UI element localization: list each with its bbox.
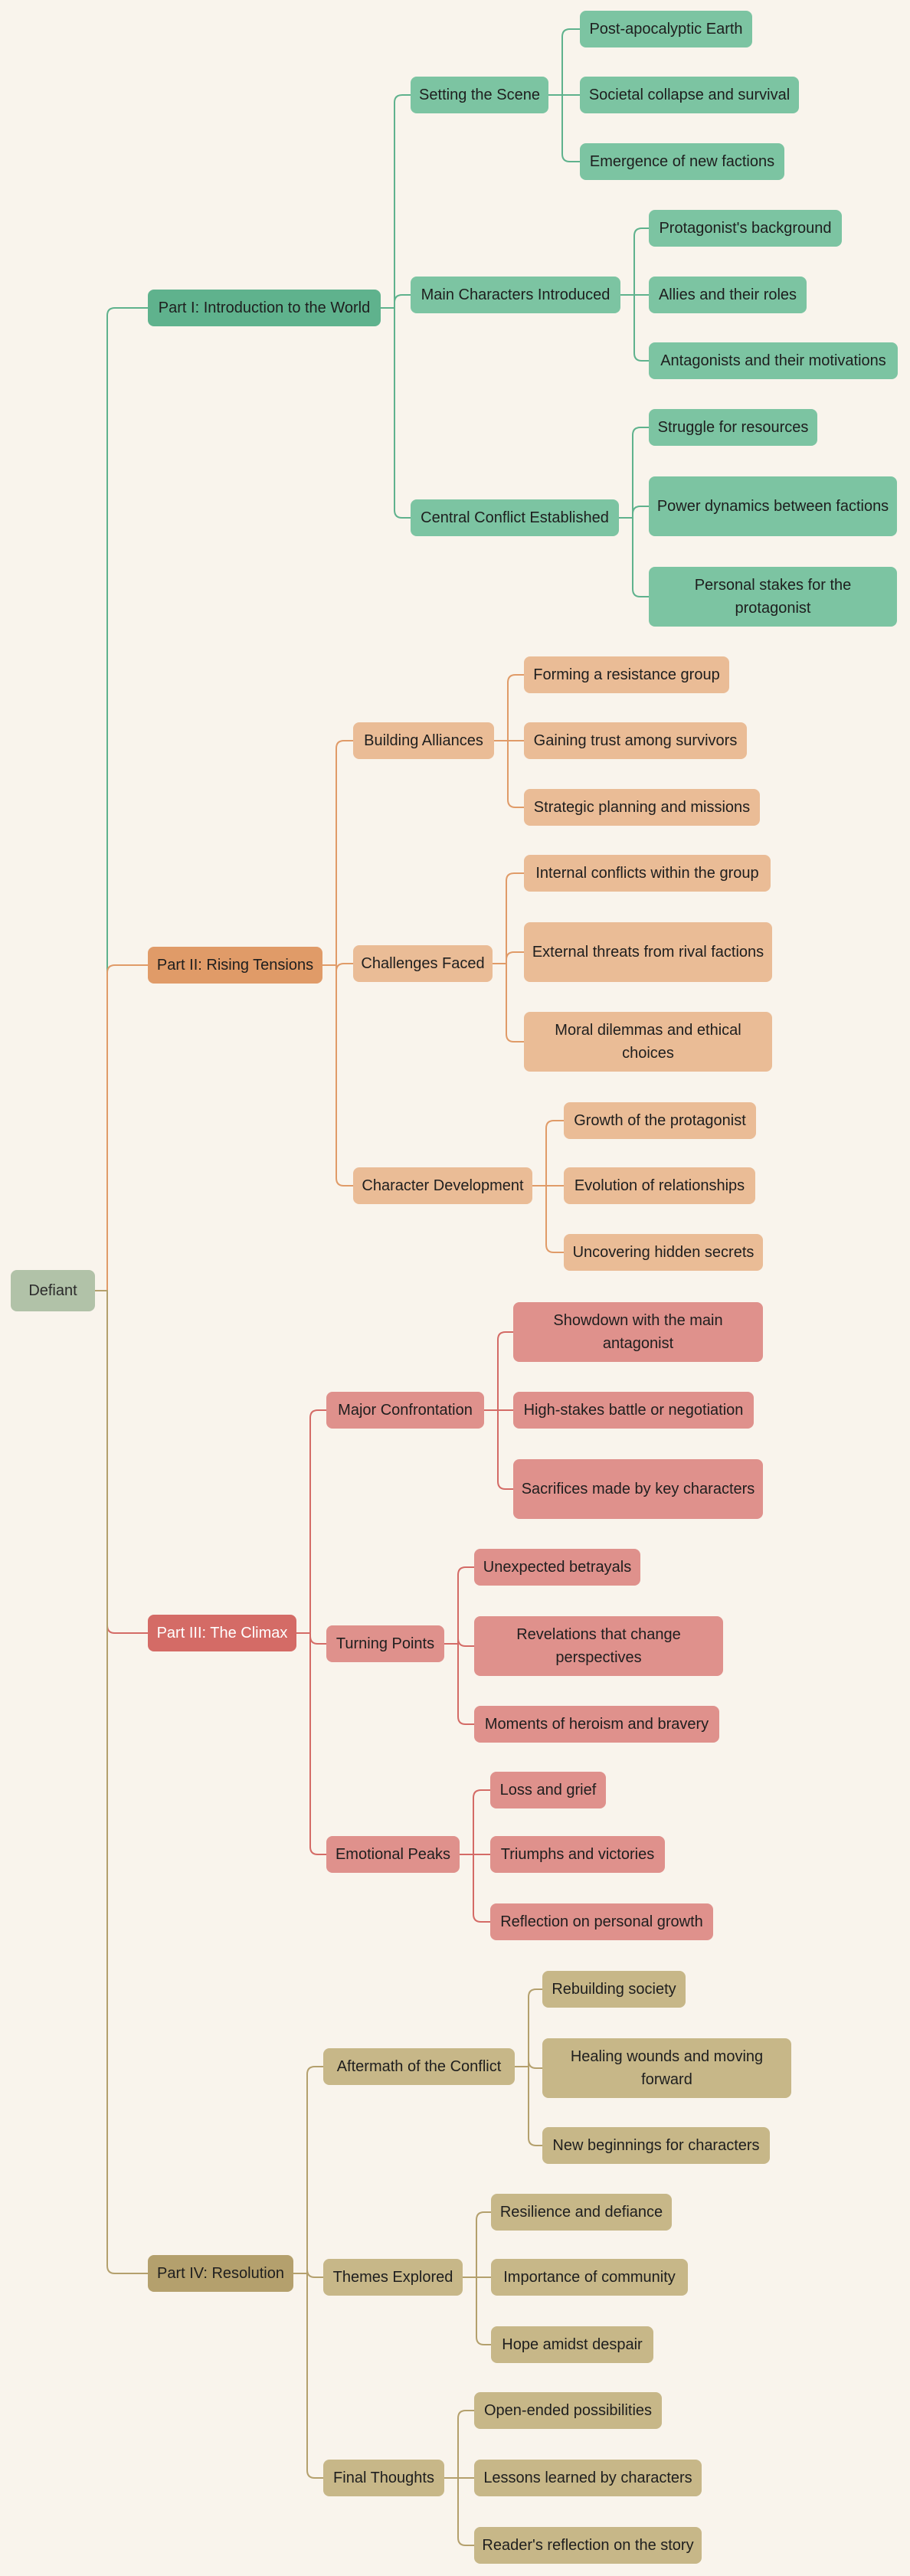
topic-setting-the-scene[interactable]: Setting the Scene (411, 77, 548, 113)
leaf-loss-and-grief[interactable]: Loss and grief (490, 1772, 606, 1808)
connector-leaf-hope-amidst-despair (463, 2277, 491, 2345)
leaf-sacrifices-made-by-key-characters[interactable]: Sacrifices made by key characters (513, 1459, 763, 1519)
branch-part-i-introduction-to-the-world[interactable]: Part I: Introduction to the World (148, 290, 381, 326)
leaf-revelations-that-change-perspectives[interactable]: Revelations that change perspectives (474, 1616, 723, 1676)
topic-central-conflict-established[interactable]: Central Conflict Established (411, 499, 619, 536)
connector-major-confrontation (296, 1409, 326, 1634)
connector-leaf-strategic-planning-and-missions (494, 740, 524, 808)
topic-major-confrontation[interactable]: Major Confrontation (326, 1392, 484, 1429)
leaf-evolution-of-relationships[interactable]: Evolution of relationships (564, 1167, 755, 1204)
connector-leaf-emergence-of-new-factions (548, 94, 580, 162)
connector-leaf-external-threats-from-rival-factions (493, 951, 524, 964)
connector-leaf-sacrifices-made-by-key-characters (484, 1409, 513, 1490)
topic-aftermath-of-the-conflict[interactable]: Aftermath of the Conflict (323, 2048, 515, 2085)
leaf-gaining-trust-among-survivors[interactable]: Gaining trust among survivors (524, 722, 747, 759)
leaf-importance-of-community[interactable]: Importance of community (491, 2259, 688, 2296)
leaf-post-apocalyptic-earth[interactable]: Post-apocalyptic Earth (580, 11, 752, 47)
leaf-strategic-planning-and-missions[interactable]: Strategic planning and missions (524, 789, 760, 826)
topic-turning-points[interactable]: Turning Points (326, 1625, 444, 1662)
topic-themes-explored[interactable]: Themes Explored (323, 2259, 463, 2296)
topic-building-alliances[interactable]: Building Alliances (353, 722, 494, 759)
leaf-new-beginnings-for-characters[interactable]: New beginnings for characters (542, 2127, 770, 2164)
connector-leaf-protagonist-s-background (620, 227, 649, 296)
leaf-lessons-learned-by-characters[interactable]: Lessons learned by characters (474, 2460, 702, 2496)
leaf-societal-collapse-and-survival[interactable]: Societal collapse and survival (580, 77, 799, 113)
connector-final-thoughts (293, 2273, 323, 2479)
leaf-protagonist-s-background[interactable]: Protagonist's background (649, 210, 842, 247)
connector-leaf-rebuilding-society (515, 1988, 542, 2067)
connector-leaf-post-apocalyptic-earth (548, 28, 580, 96)
leaf-uncovering-hidden-secrets[interactable]: Uncovering hidden secrets (564, 1234, 763, 1271)
leaf-healing-wounds-and-moving-forward[interactable]: Healing wounds and moving forward (542, 2038, 791, 2098)
leaf-showdown-with-the-main-antagonist[interactable]: Showdown with the main antagonist (513, 1302, 763, 1362)
connector-leaf-power-dynamics-between-factions (619, 506, 649, 519)
leaf-power-dynamics-between-factions[interactable]: Power dynamics between factions (649, 476, 897, 536)
leaf-unexpected-betrayals[interactable]: Unexpected betrayals (474, 1549, 640, 1586)
leaf-moral-dilemmas-and-ethical-choices[interactable]: Moral dilemmas and ethical choices (524, 1012, 772, 1072)
connector-root-part-iii-the-climax (95, 1290, 148, 1634)
connector-leaf-moral-dilemmas-and-ethical-choices (493, 963, 524, 1043)
root-node[interactable]: Defiant (11, 1270, 95, 1311)
connector-central-conflict-established (381, 307, 411, 519)
leaf-external-threats-from-rival-factions[interactable]: External threats from rival factions (524, 922, 772, 982)
leaf-reader-s-reflection-on-the-story[interactable]: Reader's reflection on the story (474, 2527, 702, 2564)
leaf-moments-of-heroism-and-bravery[interactable]: Moments of heroism and bravery (474, 1706, 719, 1743)
branch-part-iii-the-climax[interactable]: Part III: The Climax (148, 1615, 296, 1651)
leaf-emergence-of-new-factions[interactable]: Emergence of new factions (580, 143, 784, 180)
connector-leaf-internal-conflicts-within-the-group (493, 872, 524, 964)
leaf-antagonists-and-their-motivations[interactable]: Antagonists and their motivations (649, 342, 898, 379)
branch-part-ii-rising-tensions[interactable]: Part II: Rising Tensions (148, 947, 322, 984)
leaf-growth-of-the-protagonist[interactable]: Growth of the protagonist (564, 1102, 756, 1139)
branch-part-iv-resolution[interactable]: Part IV: Resolution (148, 2255, 293, 2292)
leaf-high-stakes-battle-or-negotiation[interactable]: High-stakes battle or negotiation (513, 1392, 754, 1429)
leaf-reflection-on-personal-growth[interactable]: Reflection on personal growth (490, 1903, 713, 1940)
connector-main-characters-introduced (381, 294, 411, 309)
connector-turning-points (296, 1632, 326, 1645)
topic-final-thoughts[interactable]: Final Thoughts (323, 2460, 444, 2496)
connector-leaf-reflection-on-personal-growth (460, 1854, 490, 1923)
connector-root-part-i-introduction-to-the-world (95, 307, 148, 1291)
connector-character-development (322, 964, 353, 1187)
connector-leaf-moments-of-heroism-and-bravery (444, 1643, 474, 1725)
connector-leaf-new-beginnings-for-characters (515, 2066, 542, 2146)
connector-leaf-reader-s-reflection-on-the-story (444, 2477, 474, 2546)
connector-leaf-open-ended-possibilities (444, 2410, 474, 2479)
connector-leaf-uncovering-hidden-secrets (532, 1185, 564, 1253)
connector-leaf-resilience-and-defiance (463, 2211, 491, 2278)
connector-leaf-showdown-with-the-main-antagonist (484, 1331, 513, 1411)
topic-challenges-faced[interactable]: Challenges Faced (353, 945, 493, 982)
leaf-allies-and-their-roles[interactable]: Allies and their roles (649, 277, 807, 313)
topic-character-development[interactable]: Character Development (353, 1167, 532, 1204)
leaf-rebuilding-society[interactable]: Rebuilding society (542, 1971, 686, 2008)
topic-main-characters-introduced[interactable]: Main Characters Introduced (411, 277, 620, 313)
leaf-struggle-for-resources[interactable]: Struggle for resources (649, 409, 817, 446)
connector-leaf-loss-and-grief (460, 1789, 490, 1855)
topic-emotional-peaks[interactable]: Emotional Peaks (326, 1836, 460, 1873)
connector-leaf-antagonists-and-their-motivations (620, 294, 649, 362)
connector-root-part-iv-resolution (95, 1290, 148, 2274)
leaf-internal-conflicts-within-the-group[interactable]: Internal conflicts within the group (524, 855, 771, 892)
connector-leaf-revelations-that-change-perspectives (444, 1638, 474, 1647)
leaf-personal-stakes-for-the-protagonist[interactable]: Personal stakes for the protagonist (649, 567, 897, 627)
connector-leaf-forming-a-resistance-group (494, 674, 524, 741)
connector-emotional-peaks (296, 1632, 326, 1855)
connector-leaf-healing-wounds-and-moving-forward (515, 2060, 542, 2069)
connector-root-part-ii-rising-tensions (95, 964, 148, 1291)
connector-aftermath-of-the-conflict (293, 2066, 323, 2274)
connector-leaf-growth-of-the-protagonist (532, 1120, 564, 1187)
connector-leaf-personal-stakes-for-the-protagonist (619, 517, 649, 597)
leaf-triumphs-and-victories[interactable]: Triumphs and victories (490, 1836, 665, 1873)
leaf-hope-amidst-despair[interactable]: Hope amidst despair (491, 2326, 653, 2363)
leaf-open-ended-possibilities[interactable]: Open-ended possibilities (474, 2392, 662, 2429)
connector-leaf-struggle-for-resources (619, 427, 649, 519)
connector-leaf-unexpected-betrayals (444, 1566, 474, 1645)
connector-themes-explored (293, 2269, 323, 2278)
connector-building-alliances (322, 740, 353, 966)
leaf-resilience-and-defiance[interactable]: Resilience and defiance (491, 2194, 672, 2231)
connector-setting-the-scene (381, 94, 411, 309)
leaf-forming-a-resistance-group[interactable]: Forming a resistance group (524, 656, 729, 693)
